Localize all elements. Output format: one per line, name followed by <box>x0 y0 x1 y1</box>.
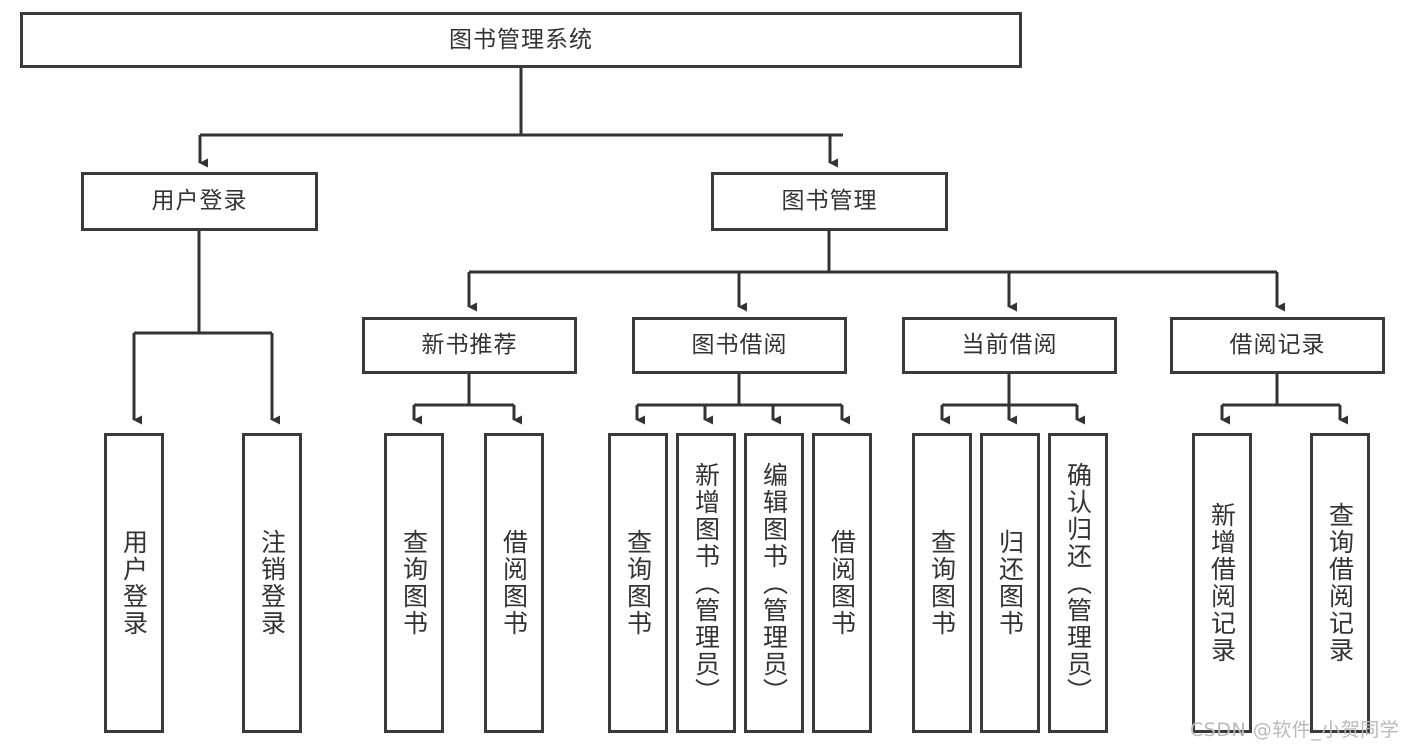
node-label: 查询图书 <box>623 529 653 637</box>
node-user-login[interactable]: 用户登录 <box>81 172 318 231</box>
leaf-record-add-record[interactable]: 新增借阅记录 <box>1192 433 1252 733</box>
node-label: 借阅记录 <box>1229 332 1326 359</box>
node-label: 用户登录 <box>151 188 248 215</box>
node-label: 注销登录 <box>257 529 287 637</box>
node-label: 借阅图书 <box>827 529 857 637</box>
node-label: 查询借阅记录 <box>1325 502 1355 664</box>
leaf-user-login-logout[interactable]: 注销登录 <box>242 433 302 733</box>
node-label: 当前借阅 <box>961 332 1058 359</box>
node-label: 新增借阅记录 <box>1207 502 1237 664</box>
node-label: 借阅图书 <box>499 529 529 637</box>
leaf-recommend-borrow-book[interactable]: 借阅图书 <box>484 433 544 733</box>
leaf-user-login-login[interactable]: 用户登录 <box>104 433 164 733</box>
leaf-record-query-record[interactable]: 查询借阅记录 <box>1310 433 1370 733</box>
node-label: 用户登录 <box>119 529 149 637</box>
node-label: 新增图书（管理员） <box>691 461 721 705</box>
csdn-watermark: CSDN @软件_小贺同学 <box>1190 719 1400 741</box>
node-book-management[interactable]: 图书管理 <box>711 172 948 231</box>
node-label: 编辑图书（管理员） <box>759 461 789 705</box>
node-label: 新书推荐 <box>421 332 518 359</box>
node-label: 图书管理系统 <box>449 26 593 53</box>
leaf-current-return-book[interactable]: 归还图书 <box>980 433 1040 733</box>
leaf-borrow-borrow-book[interactable]: 借阅图书 <box>812 433 872 733</box>
leaf-current-confirm-return-admin[interactable]: 确认归还（管理员） <box>1048 433 1108 733</box>
node-label: 查询图书 <box>399 529 429 637</box>
node-label: 确认归还（管理员） <box>1063 461 1093 705</box>
leaf-borrow-query-book[interactable]: 查询图书 <box>608 433 668 733</box>
node-label: 归还图书 <box>995 529 1025 637</box>
node-current-borrow[interactable]: 当前借阅 <box>902 317 1117 374</box>
leaf-borrow-add-book-admin[interactable]: 新增图书（管理员） <box>676 433 736 733</box>
node-label: 图书管理 <box>781 188 878 215</box>
leaf-borrow-edit-book-admin[interactable]: 编辑图书（管理员） <box>744 433 804 733</box>
node-borrow-record[interactable]: 借阅记录 <box>1170 317 1385 374</box>
node-new-book-recommend[interactable]: 新书推荐 <box>362 317 577 374</box>
leaf-current-query-book[interactable]: 查询图书 <box>912 433 972 733</box>
leaf-recommend-query-book[interactable]: 查询图书 <box>384 433 444 733</box>
node-root-system[interactable]: 图书管理系统 <box>20 12 1022 68</box>
node-book-borrow[interactable]: 图书借阅 <box>632 317 847 374</box>
node-label: 图书借阅 <box>691 332 788 359</box>
node-label: 查询图书 <box>927 529 957 637</box>
